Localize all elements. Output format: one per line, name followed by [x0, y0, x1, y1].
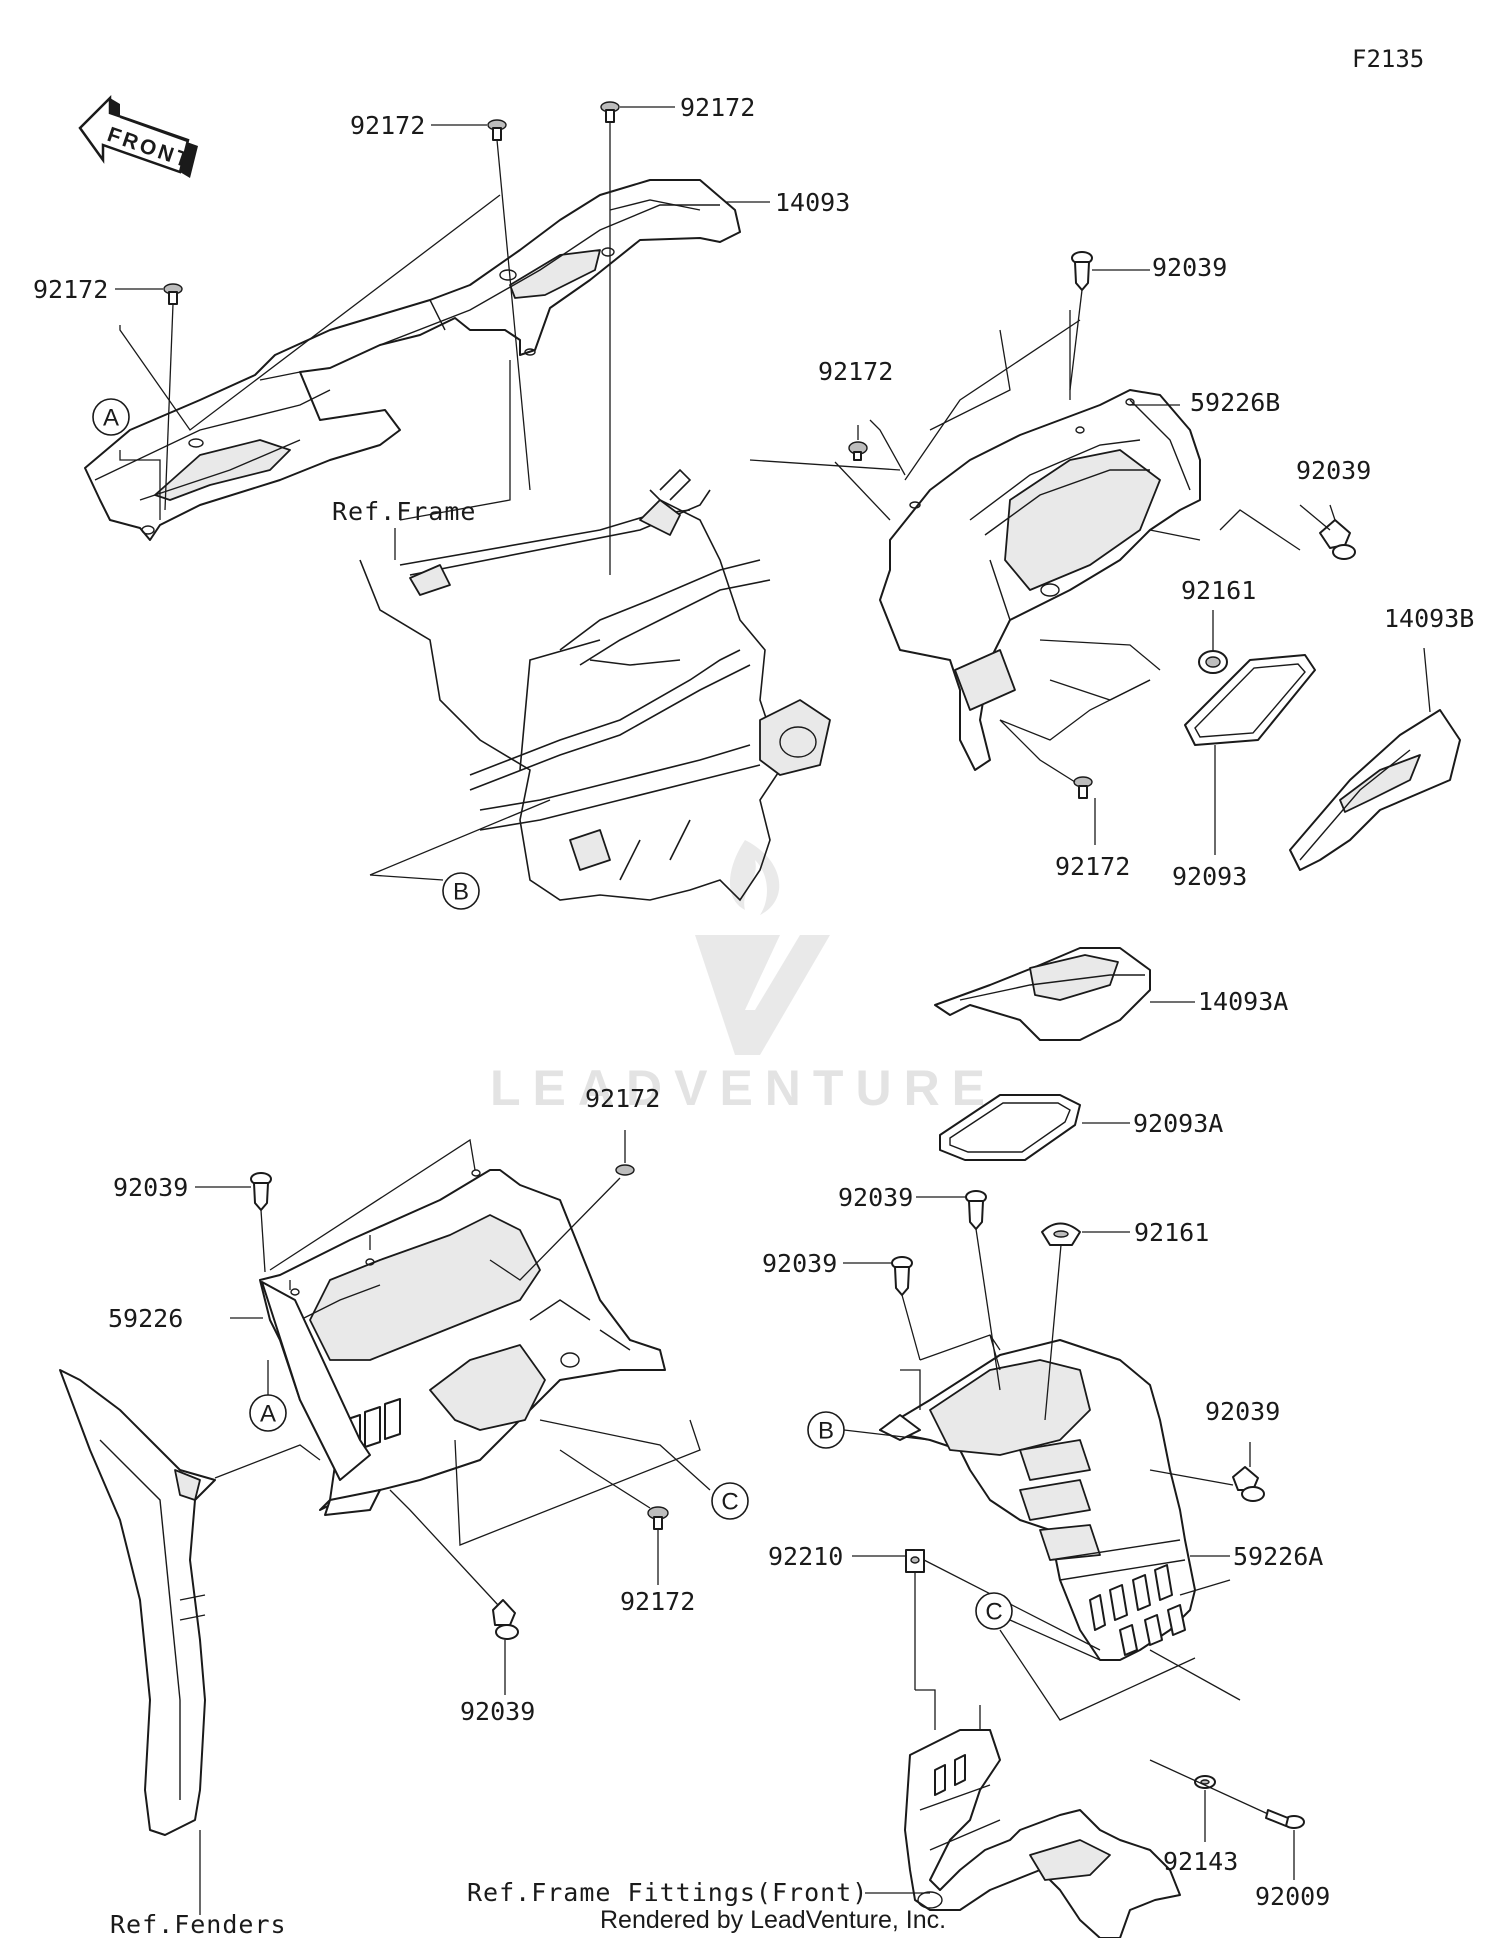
- screw-92172-a-icon: [487, 119, 507, 141]
- nut-clip-92210-icon: [905, 1549, 925, 1573]
- tag-C-lower-right: C: [975, 1592, 1013, 1630]
- clip-92039-f-icon: [1232, 1466, 1265, 1502]
- label-59226: 59226: [108, 1304, 183, 1333]
- label-92161-b: 92161: [1134, 1218, 1209, 1247]
- cover-14093B: [1289, 709, 1461, 871]
- clip-92039-c-icon: [250, 1172, 272, 1211]
- svg-text:A: A: [103, 405, 119, 432]
- svg-text:C: C: [985, 1599, 1002, 1626]
- clip-92039-e-icon: [891, 1256, 913, 1296]
- footer-credit: Rendered by LeadVenture, Inc.: [600, 1906, 946, 1934]
- screw-92172-b-icon: [600, 101, 620, 123]
- bolt-92009-icon: [1265, 1809, 1305, 1829]
- cover-59226A: [879, 1339, 1196, 1661]
- label-92039-f: 92039: [1205, 1397, 1280, 1426]
- label-92039-c: 92039: [113, 1173, 188, 1202]
- label-92172-a: 92172: [350, 111, 425, 140]
- label-92210: 92210: [768, 1542, 843, 1571]
- label-92172-f: 92172: [585, 1084, 660, 1113]
- tag-B-lower: B: [807, 1411, 845, 1449]
- grommet-92161-b-icon: [1041, 1222, 1081, 1246]
- label-92172-c: 92172: [33, 275, 108, 304]
- gasket-92093: [1184, 654, 1316, 746]
- screw-92172-g-icon: [647, 1506, 669, 1530]
- label-92172-e: 92172: [1055, 852, 1130, 881]
- label-92009: 92009: [1255, 1882, 1330, 1911]
- front-arrow: FRONT: [78, 94, 198, 178]
- label-14093A: 14093A: [1198, 987, 1288, 1016]
- label-59226B: 59226B: [1190, 388, 1280, 417]
- diagram-id: F2135: [1352, 45, 1424, 73]
- clip-92039-b-icon: [1319, 519, 1356, 560]
- ref-fenders-label: Ref.Fenders: [110, 1910, 287, 1938]
- cover-14093A: [934, 947, 1151, 1041]
- tag-C-lower-left: C: [711, 1482, 749, 1520]
- cover-59226: [259, 1169, 666, 1516]
- tag-A-lower: A: [249, 1394, 287, 1432]
- ref-frame-fittings-front: [904, 1729, 1181, 1938]
- leadventure-watermark: LEADVENTURE: [490, 840, 997, 1116]
- grommet-92161-a-icon: [1198, 650, 1228, 674]
- label-14093: 14093: [775, 188, 850, 217]
- ref-fenders-panel: [59, 1369, 216, 1836]
- screw-92172-c-icon: [163, 283, 183, 305]
- label-92039-g: 92039: [460, 1697, 535, 1726]
- ref-frame-structure: [359, 468, 831, 902]
- screw-92172-e-icon: [1073, 776, 1093, 799]
- label-14093B: 14093B: [1384, 604, 1474, 633]
- label-92172-b: 92172: [680, 93, 755, 122]
- label-92161-a: 92161: [1181, 576, 1256, 605]
- cover-14093: [84, 179, 741, 541]
- watermark-text: LEADVENTURE: [490, 1060, 997, 1116]
- screw-92172-d-icon: [848, 441, 868, 461]
- label-92172-g: 92172: [620, 1587, 695, 1616]
- gasket-92093A: [939, 1094, 1081, 1161]
- tag-B-upper: B: [442, 872, 480, 910]
- svg-text:B: B: [453, 879, 469, 906]
- clip-92039-d-icon: [965, 1190, 987, 1230]
- ref-frame-fittings-label: Ref.Frame Fittings(Front): [467, 1878, 868, 1907]
- washer-92143-icon: [1194, 1775, 1216, 1789]
- label-92039-e: 92039: [762, 1249, 837, 1278]
- label-92093A: 92093A: [1133, 1109, 1223, 1138]
- svg-text:B: B: [818, 1418, 834, 1445]
- label-92172-d: 92172: [818, 357, 893, 386]
- label-92143: 92143: [1163, 1847, 1238, 1876]
- clip-92039-a-icon: [1071, 251, 1093, 291]
- label-92039-a: 92039: [1152, 253, 1227, 282]
- clip-92039-g-icon: [492, 1599, 519, 1640]
- label-59226A: 59226A: [1233, 1542, 1323, 1571]
- ref-frame-label: Ref.Frame: [332, 497, 476, 526]
- label-92039-d: 92039: [838, 1183, 913, 1212]
- svg-text:A: A: [260, 1401, 276, 1428]
- label-92093: 92093: [1172, 862, 1247, 891]
- label-92039-b: 92039: [1296, 456, 1371, 485]
- tag-A-upper: A: [92, 398, 130, 436]
- cover-59226B: [879, 389, 1201, 771]
- screw-92172-f-icon: [615, 1164, 635, 1176]
- svg-text:C: C: [721, 1489, 738, 1516]
